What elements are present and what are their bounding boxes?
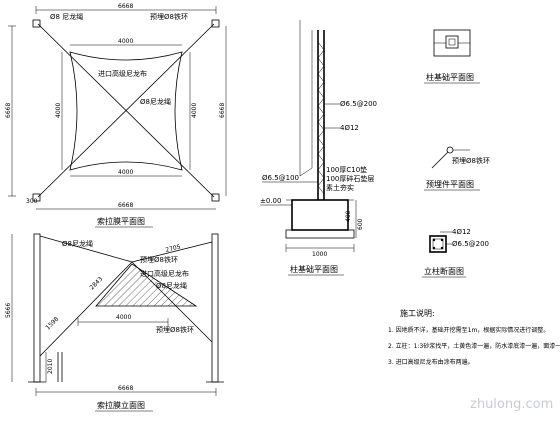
notes-item-1: 1. 因地质不详，基础开挖需至1m，根据实际情况进行调整。 bbox=[388, 326, 549, 334]
corner-post bbox=[211, 19, 220, 28]
col-label-c10: 100厚C10垫 bbox=[326, 165, 367, 174]
membrane-outline bbox=[69, 51, 183, 171]
column-foundation-section: Ø6.5@200 4Ø12 Ø6.5@100 100厚C10垫 100厚碎石垫层… bbox=[260, 20, 377, 276]
corner-post bbox=[211, 193, 220, 202]
col-label-ring: Ø6.5@200 bbox=[340, 100, 377, 108]
elev-label-anchor2: 预埋Ø8铁环 bbox=[156, 325, 194, 334]
col-label-soil: 素土夯实 bbox=[326, 183, 354, 192]
col-dim-1000: 1000 bbox=[312, 251, 327, 258]
col-label-zero: ±0.00 bbox=[260, 197, 281, 205]
col-label-stirrup: Ø6.5@100 bbox=[262, 174, 299, 182]
column-cross-section: 4Ø12 Ø6.5@200 立柱断面图 bbox=[422, 228, 489, 278]
plan-dim-right: 6668 bbox=[219, 103, 226, 118]
watermark: zhulong.com bbox=[470, 397, 553, 412]
membrane-elevation-view: 4000 2010 5666 2705 2843 1598 6668 Ø8尼龙绳… bbox=[5, 233, 224, 412]
col-label-bar: 4Ø12 bbox=[340, 124, 359, 132]
section-label-ring: Ø6.5@200 bbox=[452, 240, 489, 248]
section-label-bar: 4Ø12 bbox=[452, 228, 471, 236]
embed-title: 预埋件平面图 bbox=[426, 179, 474, 189]
plan-dim-bottom: 6668 bbox=[118, 202, 133, 209]
corner-post bbox=[32, 19, 41, 28]
elev-dim-4000: 4000 bbox=[116, 314, 131, 321]
plan-title: 索拉膜平面图 bbox=[97, 216, 145, 226]
elev-dim-2705: 2705 bbox=[165, 243, 182, 254]
elev-dim-2843: 2843 bbox=[88, 276, 104, 292]
corner-dim: 300 bbox=[26, 198, 38, 205]
plan-label-rope-top: Ø8 尼龙绳 bbox=[50, 12, 83, 21]
col-dim-600: 600 bbox=[357, 218, 364, 230]
plan-dim-top: 6668 bbox=[118, 3, 133, 10]
col-title: 柱基础平面图 bbox=[290, 264, 338, 274]
plan-inner-top: 4000 bbox=[118, 38, 133, 45]
membrane-plan-view: 6668 6668 6668 6668 300 4000 4000 4000 4… bbox=[5, 3, 227, 228]
notes-item-2: 2. 立柱：1:3砂浆找平，土黄色漆一遍，防水漆底漆一遍，面漆一遍。 bbox=[388, 342, 560, 350]
plan-label-fabric: 进口高级尼龙布 bbox=[98, 69, 147, 78]
foundation-plan-view: 柱基础平面图 bbox=[424, 29, 480, 84]
col-dim-400: 400 bbox=[345, 210, 352, 222]
embed-label: 预埋Ø8铁环 bbox=[452, 156, 490, 165]
elev-dim-height: 5666 bbox=[5, 303, 12, 318]
notes-title: 施工说明: bbox=[400, 308, 435, 318]
elev-dim-2010: 2010 bbox=[47, 359, 54, 374]
elev-dim-bottom: 6668 bbox=[118, 385, 133, 392]
elev-label-rope2: Ø8尼龙绳 bbox=[156, 281, 187, 290]
plan-dim-left: 6668 bbox=[5, 103, 12, 118]
elev-label-rope: Ø8尼龙绳 bbox=[62, 239, 93, 248]
corner-post bbox=[32, 193, 41, 202]
plan-inner-right: 4000 bbox=[191, 103, 198, 118]
section-title: 立柱断面图 bbox=[424, 266, 464, 276]
elev-dim-1598: 1598 bbox=[44, 316, 60, 332]
notes-item-3: 3. 进口高级尼龙布由涂布两遍。 bbox=[388, 358, 474, 366]
col-label-gravel: 100厚碎石垫层 bbox=[326, 174, 374, 183]
construction-notes: 施工说明: 1. 因地质不详，基础开挖需至1m，根据实际情况进行调整。 2. 立… bbox=[388, 308, 560, 366]
embedded-part-plan: 预埋Ø8铁环 预埋件平面图 bbox=[424, 146, 490, 191]
membrane-hatched bbox=[95, 263, 198, 307]
elev-label-anchor1: 预埋Ø8铁环 bbox=[140, 255, 178, 264]
plan-inner-left: 4000 bbox=[55, 103, 62, 118]
plan-label-rope-mid: Ø8尼龙绳 bbox=[140, 97, 171, 106]
elev-title: 索拉膜立面图 bbox=[97, 400, 145, 410]
foundation-plan-title: 柱基础平面图 bbox=[426, 72, 474, 82]
plan-label-anchor: 预埋Ø8铁环 bbox=[150, 12, 188, 21]
elev-label-fabric: 进口高级尼龙布 bbox=[140, 269, 189, 278]
plan-inner-bottom: 4000 bbox=[118, 169, 133, 176]
